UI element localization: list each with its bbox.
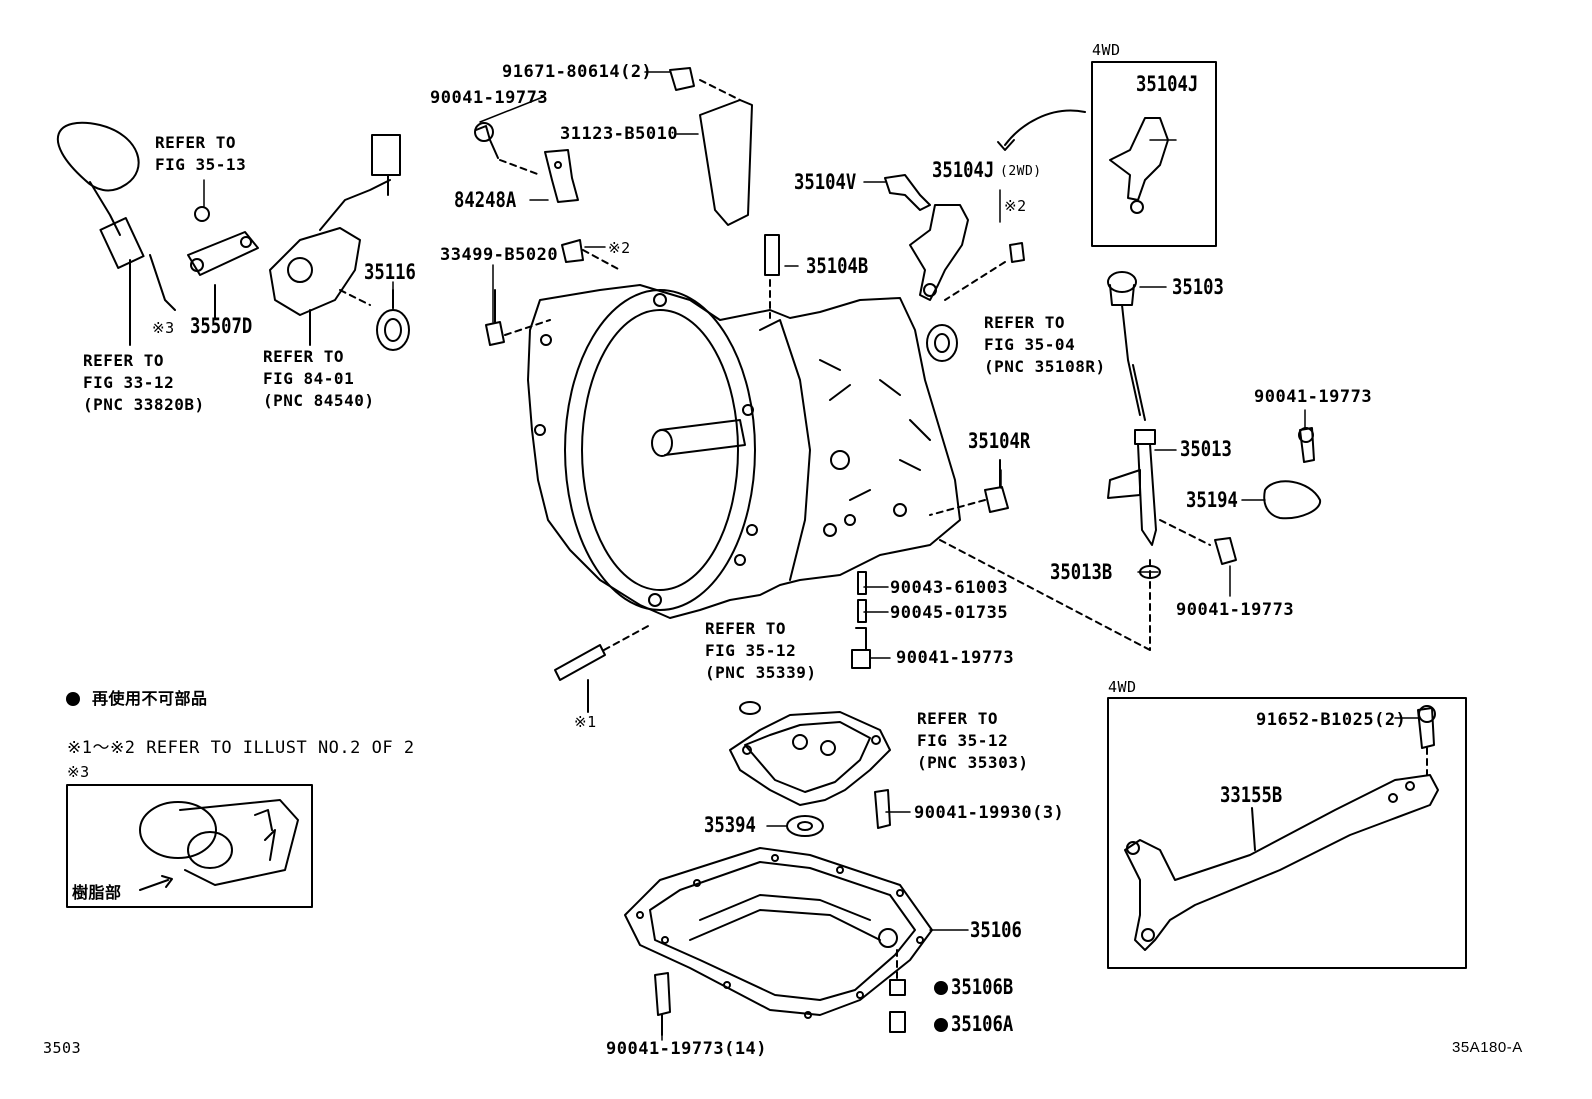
- legend-refer-note: ※1～※2 REFER TO ILLUST NO.2 OF 2: [67, 738, 415, 758]
- transaxle-housing: [527, 284, 961, 619]
- part-35507D: [187, 206, 259, 319]
- box-4wd-bottom: [1107, 697, 1467, 969]
- label-90045-01735: 90045-01735: [890, 603, 1009, 623]
- part-35103-dipstick: [1107, 271, 1146, 421]
- part-35013-dipstick-tube: [1107, 429, 1157, 546]
- label-90041-19773-mid: 90041-19773: [896, 648, 1015, 668]
- pin-mark1: [554, 624, 651, 713]
- part-35104J-pipe: [909, 204, 969, 301]
- oil-strainer: [729, 701, 891, 806]
- label-31123-B5010: 31123-B5010: [560, 124, 679, 144]
- label-35106: 35106: [970, 918, 1022, 942]
- speedometer-cable: [56, 121, 176, 346]
- legend-resin-part: 樹脂部: [72, 883, 122, 902]
- label-35106A: 35106A: [951, 1012, 1014, 1036]
- label-35104B: 35104B: [806, 254, 869, 278]
- neutral-start-switch: [269, 134, 401, 346]
- part-35104V-breather-hose: [884, 174, 931, 211]
- box-4wd-bottom-title: 4WD: [1108, 678, 1137, 696]
- footer-illust-code: 35A180-A: [1452, 1039, 1523, 1056]
- label-90041-19773-top: 90041-19773: [430, 88, 549, 108]
- ref-fig-35-12-a: REFER TO FIG 35-12 (PNC 35339): [705, 619, 817, 682]
- legend-mark3: ※3: [67, 763, 90, 781]
- box-4wd-top-title: 4WD: [1092, 41, 1121, 59]
- label-91652-B1025: 91652-B1025(2): [1256, 710, 1407, 730]
- legend-non-reusable: 再使用不可部品: [92, 689, 208, 708]
- leader-lines: [203, 71, 1419, 1041]
- box-mark3-inset: [66, 784, 313, 908]
- label-35106B: 35106B: [951, 975, 1014, 999]
- part-35104B-plug: [764, 234, 780, 319]
- box-4wd-top: [1091, 61, 1217, 247]
- label-mark2-a: ※2: [608, 239, 631, 257]
- label-90043-61003: 90043-61003: [890, 578, 1009, 598]
- legend-bullet: [66, 692, 80, 706]
- label-90041-19773-right1: 90041-19773: [1254, 387, 1373, 407]
- ref-fig-35-04: REFER TO FIG 35-04 (PNC 35108R): [984, 313, 1106, 376]
- label-35194: 35194: [1186, 488, 1238, 512]
- ref-fig-84-01: REFER TO FIG 84-01 (PNC 84540): [263, 347, 375, 410]
- label-35013: 35013: [1180, 437, 1232, 461]
- label-35103: 35103: [1172, 275, 1224, 299]
- label-mark2-b: ※2: [1004, 197, 1027, 215]
- center-studs: [851, 571, 871, 669]
- label-90041-19773-right2: 90041-19773: [1176, 600, 1295, 620]
- label-35104R: 35104R: [968, 429, 1031, 453]
- top-brackets: [474, 67, 753, 346]
- label-2wd-tag: (2WD): [1000, 164, 1042, 179]
- label-35104J-4wd: 35104J: [1136, 72, 1199, 96]
- ref-fig-33-12: REFER TO FIG 33-12 (PNC 33820B): [83, 351, 205, 414]
- label-84248A: 84248A: [454, 188, 517, 212]
- ref-fig-35-12-b: REFER TO FIG 35-12 (PNC 35303): [917, 709, 1029, 772]
- legend-inset-drawing: [139, 799, 299, 891]
- part-35104J-4wd: [1109, 117, 1169, 214]
- ref-fig-35-13: REFER TO FIG 35-13: [155, 133, 247, 174]
- part-35194-cover: [1263, 427, 1322, 520]
- footer-page-code: 3503: [43, 1039, 82, 1057]
- label-35116: 35116: [364, 260, 416, 284]
- label-35104J-2wd: 35104J: [932, 158, 995, 182]
- label-mark3: ※3: [152, 319, 175, 337]
- label-35394: 35394: [704, 813, 756, 837]
- label-33499-B5020: 33499-B5020: [440, 245, 559, 265]
- bullet-35106A: [934, 1018, 948, 1032]
- label-90041-19930: 90041-19930(3): [914, 803, 1065, 823]
- label-mark1: ※1: [574, 713, 597, 731]
- label-91671-80614: 91671-80614(2): [502, 62, 653, 82]
- part-33155B-bracket: [1124, 705, 1439, 951]
- label-35013B: 35013B: [1050, 560, 1113, 584]
- label-35104V: 35104V: [794, 170, 857, 194]
- label-35507D: 35507D: [190, 314, 253, 338]
- part-35106-oil-pan: [624, 847, 933, 1019]
- label-90041-19773-14: 90041-19773(14): [606, 1039, 768, 1059]
- bullet-35106B: [934, 981, 948, 995]
- label-33155B: 33155B: [1220, 783, 1283, 807]
